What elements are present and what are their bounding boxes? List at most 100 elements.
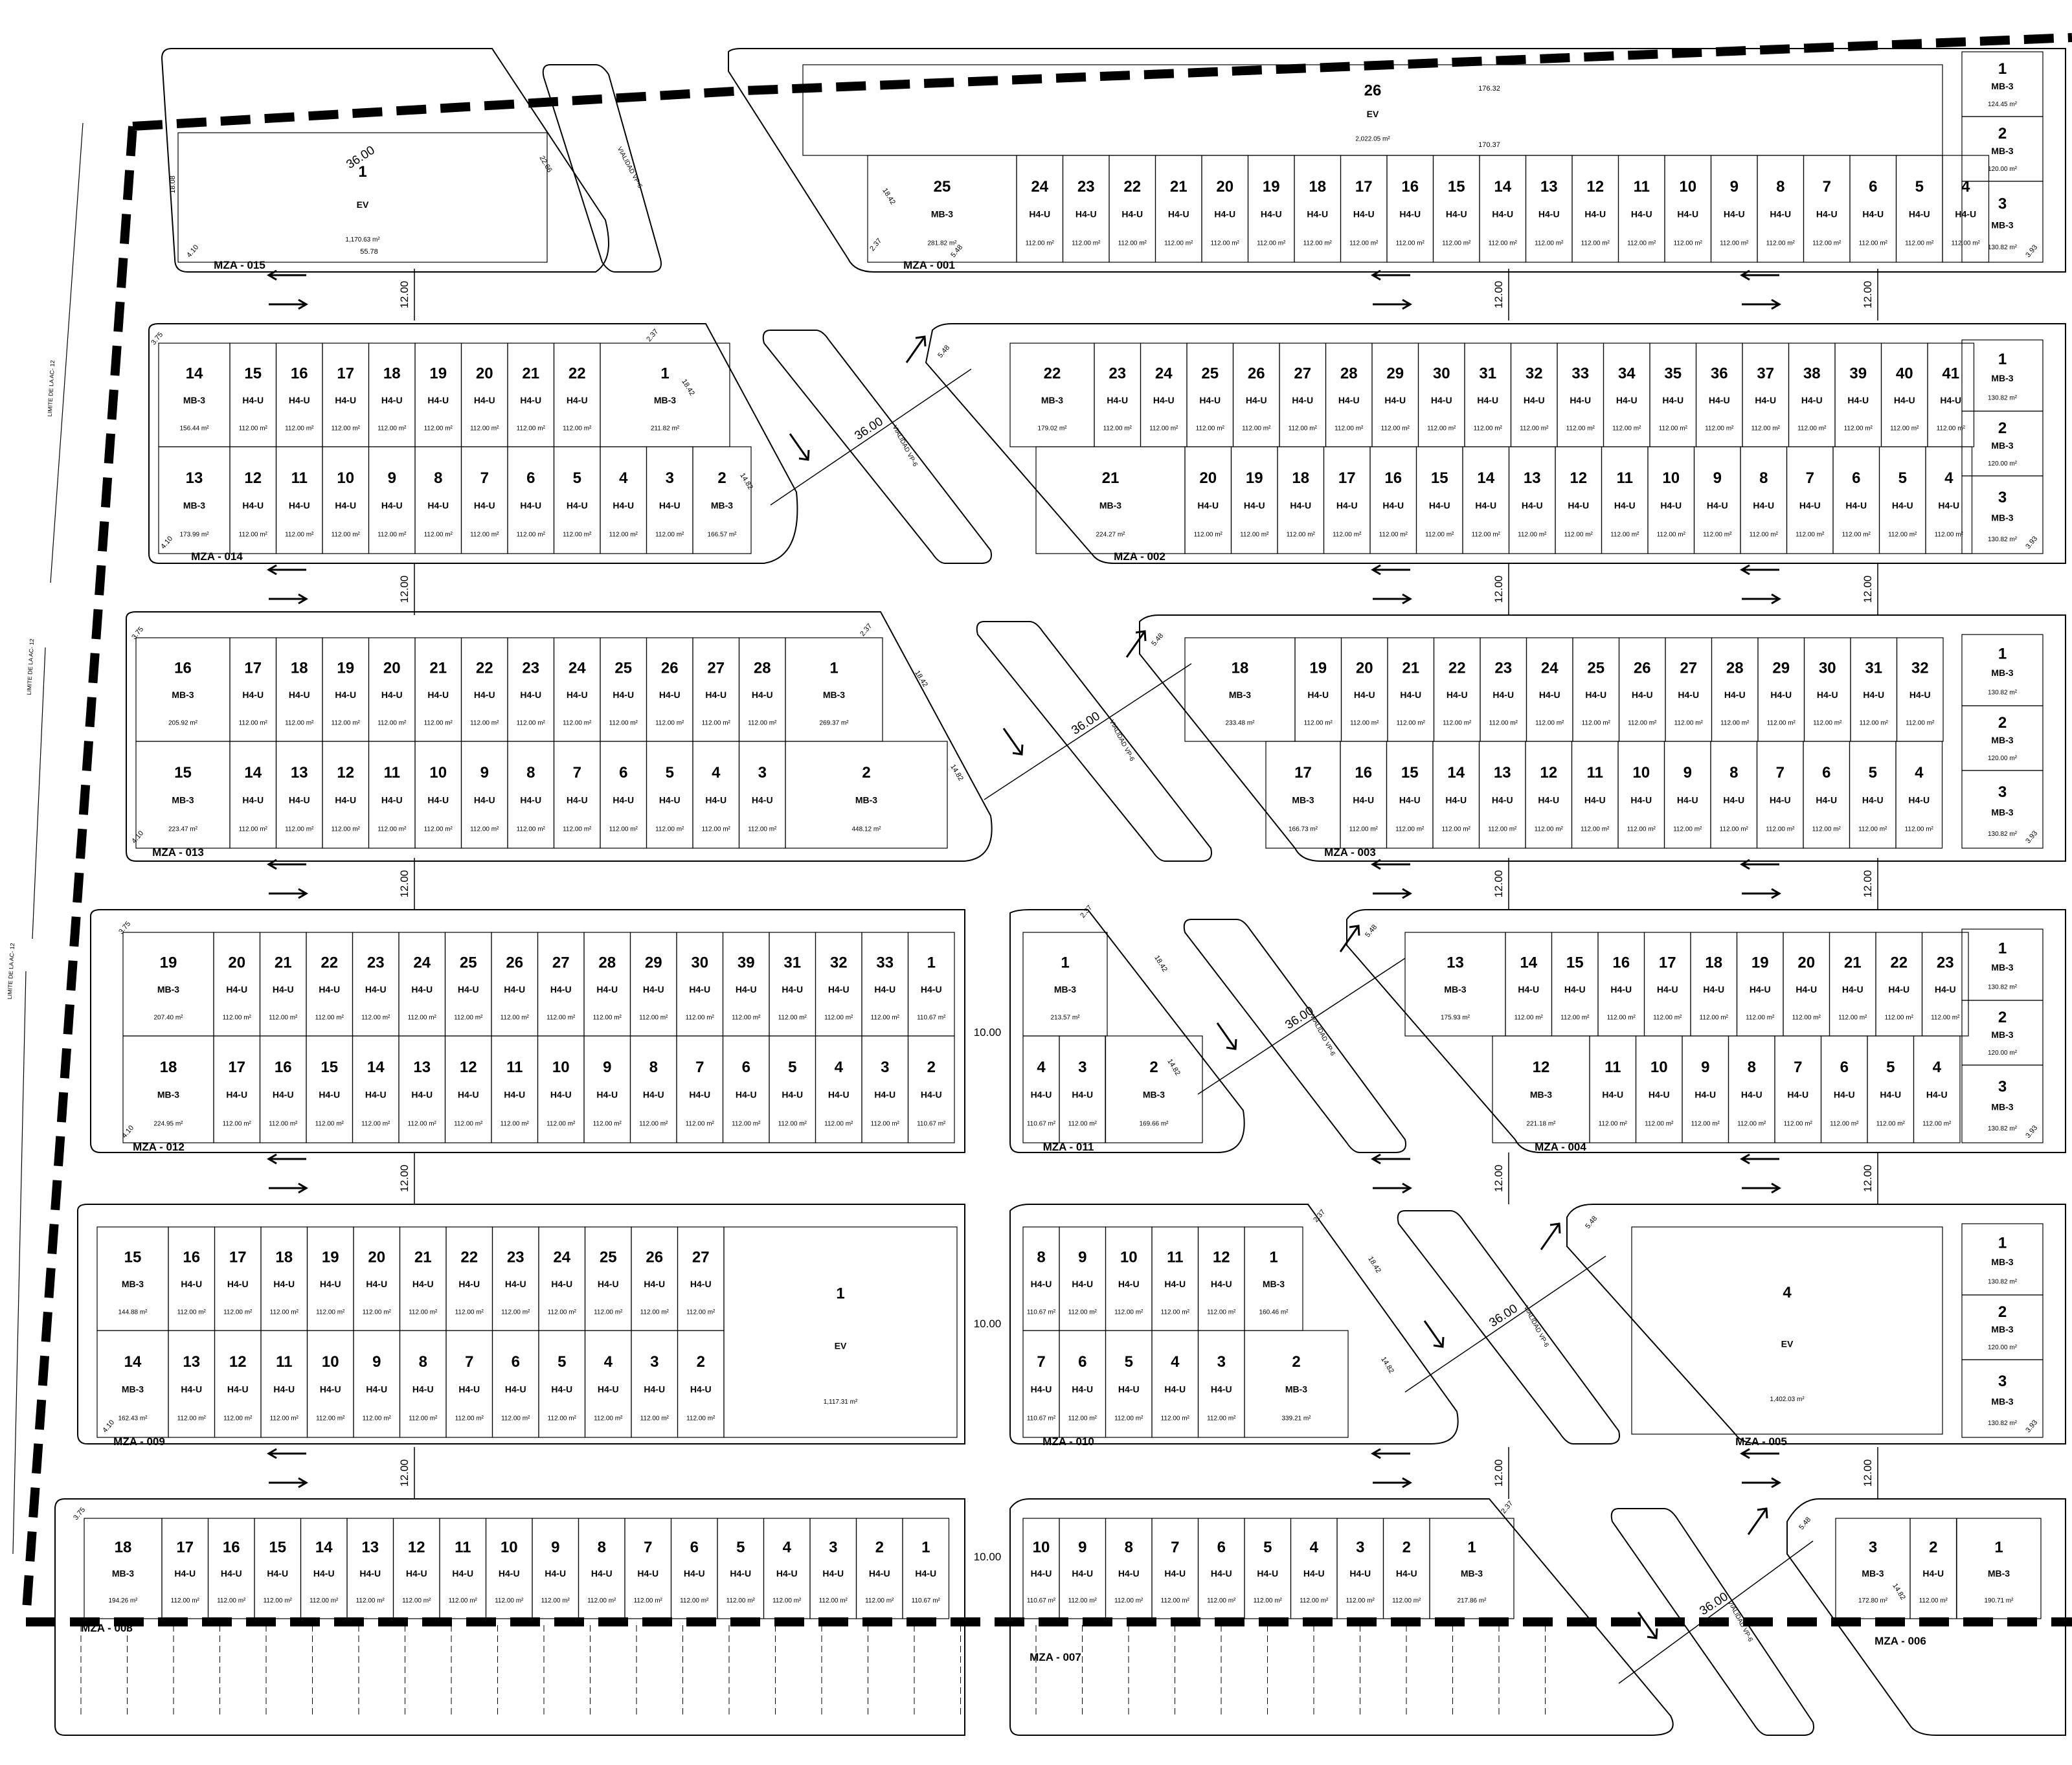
lot-002-b-10[interactable]: 10H4-U112.00 m² [1647,446,1695,554]
lot-012-t-14[interactable]: 33H4-U112.00 m² [861,932,909,1037]
lot-008-t-10[interactable]: 7H4-U112.00 m² [624,1518,672,1619]
lot-008-t-1[interactable]: 16H4-U112.00 m² [207,1518,255,1619]
lot-003-t-10[interactable]: 29H4-U112.00 m² [1757,637,1805,742]
lot-013-b-3[interactable]: 11H4-U112.00 m² [368,741,416,849]
lot-ev-009[interactable]: 1EV1,117.31 m² [723,1226,958,1438]
lot-014-t-1[interactable]: 16H4-U112.00 m² [275,343,323,447]
lot-002-t-10[interactable]: 33H4-U112.00 m² [1557,343,1605,447]
lot-014-t-7[interactable]: 22H4-U112.00 m² [553,343,601,447]
lot-001-1[interactable]: 23H4-U112.00 m² [1062,155,1110,263]
lot-001-13[interactable]: 11H4-U112.00 m² [1617,155,1665,263]
lot-001-side-1[interactable]: 1MB-3124.45 m² [1961,51,2044,117]
lot-002-t-15[interactable]: 38H4-U112.00 m² [1788,343,1836,447]
lot-012-b-4[interactable]: 13H4-U112.00 m² [398,1035,446,1143]
lot-003-b-10[interactable]: 6H4-U112.00 m² [1803,741,1851,849]
lot-003-t-7[interactable]: 26H4-U112.00 m² [1618,637,1666,742]
lot-009-t-5[interactable]: 21H4-U112.00 m² [399,1226,447,1331]
lot-003-t-11[interactable]: 30H4-U112.00 m² [1803,637,1851,742]
lot-001-10[interactable]: 14H4-U112.00 m² [1479,155,1527,263]
lot-008-t-3[interactable]: 14H4-U112.00 m² [300,1518,348,1619]
lot-013-t-6[interactable]: 23H4-U112.00 m² [507,637,555,742]
lot-001-12[interactable]: 12H4-U112.00 m² [1571,155,1619,263]
lot-008-t-2[interactable]: 15H4-U112.00 m² [254,1518,302,1619]
lot-011-b-1[interactable]: 3H4-U112.00 m² [1059,1035,1107,1143]
lot-001-9[interactable]: 15H4-U112.00 m² [1432,155,1480,263]
lot-002-b0[interactable]: 21MB-3224.27 m² [1035,446,1186,554]
lot-001-16[interactable]: 8H4-U112.00 m² [1757,155,1805,263]
lot-002-b-15[interactable]: 5H4-U112.00 m² [1878,446,1926,554]
lot-002-b-7[interactable]: 13H4-U112.00 m² [1508,446,1556,554]
lot-002-t-11[interactable]: 34H4-U112.00 m² [1603,343,1650,447]
lot-008-t0[interactable]: 18MB-3194.26 m² [84,1518,163,1619]
lot-014-t-4[interactable]: 19H4-U112.00 m² [414,343,462,447]
lot-ev-005[interactable]: 4EV1,402.03 m² [1631,1226,1943,1435]
lot-008-t-13[interactable]: 4H4-U112.00 m² [763,1518,811,1619]
lot-003-t0[interactable]: 18MB-3233.48 m² [1184,637,1296,742]
lot-003-b-8[interactable]: 8H4-U112.00 m² [1710,741,1758,849]
lot-001-18[interactable]: 6H4-U112.00 m² [1849,155,1897,263]
lot-002-t-14[interactable]: 37H4-U112.00 m² [1742,343,1790,447]
lot-008-t-11[interactable]: 6H4-U112.00 m² [670,1518,718,1619]
lot-001-19[interactable]: 5H4-U112.00 m² [1895,155,1943,263]
lot-009-b-7[interactable]: 6H4-U112.00 m² [491,1330,539,1438]
lot-013-b-11[interactable]: 3H4-U112.00 m² [738,741,786,849]
lot-001-4[interactable]: 20H4-U112.00 m² [1201,155,1249,263]
lot-002-t-9[interactable]: 32H4-U112.00 m² [1510,343,1558,447]
lot-012-b-14[interactable]: 3H4-U112.00 m² [861,1035,909,1143]
lot-002-t-0[interactable]: 23H4-U112.00 m² [1094,343,1142,447]
lot-004-t-4[interactable]: 18H4-U112.00 m² [1690,932,1738,1037]
lot-003-t-5[interactable]: 24H4-U112.00 m² [1526,637,1573,742]
lot-012-t-10[interactable]: 30H4-U112.00 m² [676,932,724,1037]
lot-009-t-4[interactable]: 20H4-U112.00 m² [353,1226,401,1331]
lot-006-t1[interactable]: 2H4-U112.00 m² [1909,1518,1957,1619]
lot-003-b-7[interactable]: 9H4-U112.00 m² [1663,741,1711,849]
lot-002-b-11[interactable]: 9H4-U112.00 m² [1693,446,1741,554]
lot-003-t-2[interactable]: 21H4-U112.00 m² [1387,637,1435,742]
lot-004-b0[interactable]: 12MB-3221.18 m² [1492,1035,1590,1143]
lot-009-b-8[interactable]: 5H4-U112.00 m² [538,1330,586,1438]
lot-004-t-3[interactable]: 17H4-U112.00 m² [1643,932,1691,1037]
lot-014-b-7[interactable]: 5H4-U112.00 m² [553,446,601,554]
lot-013-t-1[interactable]: 18H4-U112.00 m² [275,637,323,742]
lot-013-b-5[interactable]: 9H4-U112.00 m² [460,741,508,849]
lot-003-t-6[interactable]: 25H4-U112.00 m² [1572,637,1620,742]
lot-006-t0[interactable]: 3MB-3172.80 m² [1835,1518,1911,1619]
lot-013-b-2[interactable]: 12H4-U112.00 m² [322,741,370,849]
lot-002-b-1[interactable]: 19H4-U112.00 m² [1230,446,1278,554]
lot-010-t5[interactable]: 1MB-3160.46 m² [1244,1226,1303,1331]
lot-004-t-0[interactable]: 14H4-U112.00 m² [1505,932,1553,1037]
lot-012-b-0[interactable]: 17H4-U112.00 m² [213,1035,261,1143]
lot-25-001[interactable]: 25MB-3281.82 m² [867,155,1017,263]
lot-008-t-7[interactable]: 10H4-U112.00 m² [485,1518,533,1619]
lot-001-14[interactable]: 10H4-U112.00 m² [1664,155,1712,263]
lot-013-b-1[interactable]: 13H4-U112.00 m² [275,741,323,849]
lot-014-t0[interactable]: 14MB-3156.44 m² [158,343,231,447]
lot-003-t-8[interactable]: 27H4-U112.00 m² [1665,637,1713,742]
lot-010-t-4[interactable]: 12H4-U112.00 m² [1197,1226,1245,1331]
lot-004-t0[interactable]: 13MB-3175.93 m² [1404,932,1506,1037]
lot-013-b-4[interactable]: 10H4-U112.00 m² [414,741,462,849]
lot-014-b11[interactable]: 2MB-3166.57 m² [692,446,752,554]
lot-008-t-0[interactable]: 17H4-U112.00 m² [161,1518,209,1619]
lot-009-t-6[interactable]: 22H4-U112.00 m² [445,1226,493,1331]
lot-013-t0[interactable]: 16MB-3205.92 m² [135,637,231,742]
lot-012-t-15[interactable]: 1H4-U110.67 m² [907,932,955,1037]
lot-012-t-12[interactable]: 31H4-U112.00 m² [769,932,816,1037]
lot-014-b-4[interactable]: 8H4-U112.00 m² [414,446,462,554]
lot-010-b-1[interactable]: 6H4-U112.00 m² [1059,1330,1107,1438]
lot-013-b-7[interactable]: 7H4-U112.00 m² [553,741,601,849]
lot-011-b2[interactable]: 2MB-3169.66 m² [1105,1035,1203,1143]
lot-012-b-8[interactable]: 9H4-U112.00 m² [583,1035,631,1143]
lot-012-t-7[interactable]: 27H4-U112.00 m² [537,932,585,1037]
lot-010-t-0[interactable]: 8H4-U110.67 m² [1022,1226,1060,1331]
lot-002-t0[interactable]: 22MB-3179.02 m² [1009,343,1095,447]
lot-002-t-12[interactable]: 35H4-U112.00 m² [1649,343,1697,447]
lot-003-s2[interactable]: 3MB-3130.82 m² [1961,770,2044,849]
lot-002-t-4[interactable]: 27H4-U112.00 m² [1279,343,1327,447]
lot-001-20[interactable]: 4H4-U112.00 m² [1942,155,1990,263]
lot-009-b-2[interactable]: 11H4-U112.00 m² [260,1330,308,1438]
lot-009-b-3[interactable]: 10H4-U112.00 m² [306,1330,354,1438]
lot-001-side-2[interactable]: 2MB-3120.00 m² [1961,116,2044,182]
lot-013-b13[interactable]: 2MB-3448.12 m² [785,741,948,849]
lot-013-b0[interactable]: 15MB-3223.47 m² [135,741,231,849]
